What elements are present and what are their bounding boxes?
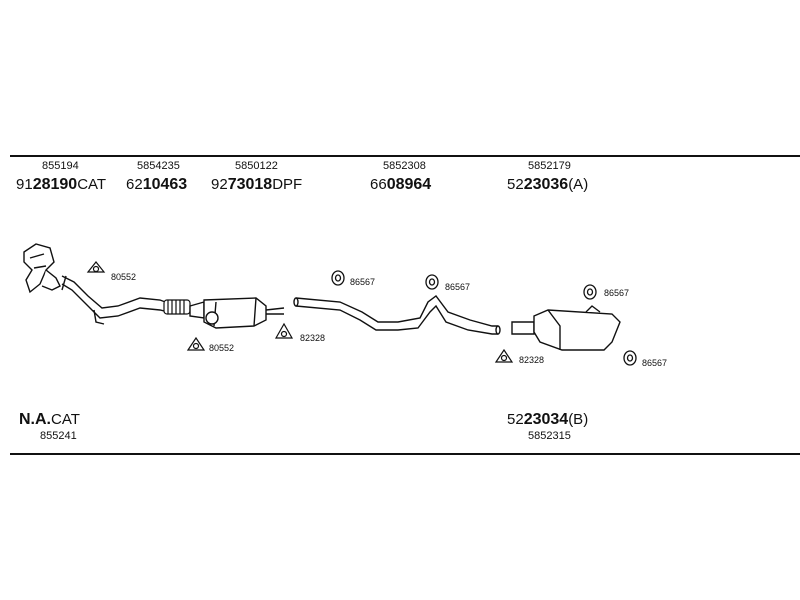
label-clamp-80552-b: 80552: [209, 343, 234, 353]
part-ref-4: 5852308: [383, 160, 426, 172]
front-pipe-icon: [61, 275, 177, 325]
label-clamp-82328-a: 82328: [300, 333, 325, 343]
part-ref-5: 5852179: [528, 160, 571, 172]
bottom-left-code: N.A.CAT: [19, 411, 80, 428]
rear-silencer-icon: [511, 305, 621, 351]
manifold-icon: [23, 243, 61, 294]
part-code-5: 5223036(A): [507, 176, 589, 193]
bottom-right-code: 5223034(B): [507, 411, 589, 428]
clamp-icon: [86, 261, 514, 363]
label-clamp-82328-b: 82328: [519, 355, 544, 365]
part-code-4: 6608964: [370, 176, 432, 193]
part-code-1: 9128190CAT: [16, 176, 107, 193]
middle-silencer-icon: [189, 297, 285, 329]
label-hanger-86567-b: 86567: [445, 282, 470, 292]
top-divider: [10, 155, 800, 157]
bottom-right-ref: 5852315: [528, 430, 571, 442]
hanger-icon: [331, 270, 637, 366]
flex-pipe-icon: [163, 299, 191, 315]
part-code-3: 9273018DPF: [211, 176, 303, 193]
part-ref-2: 5854235: [137, 160, 180, 172]
bottom-divider: [10, 453, 800, 455]
bottom-left-ref: 855241: [40, 430, 77, 442]
center-pipe-icon: [293, 295, 501, 335]
part-ref-3: 5850122: [235, 160, 278, 172]
part-ref-1: 855194: [42, 160, 79, 172]
label-clamp-80552-a: 80552: [111, 272, 136, 282]
label-hanger-86567-a: 86567: [350, 277, 375, 287]
part-code-2: 6210463: [126, 176, 188, 193]
label-hanger-86567-d: 86567: [642, 358, 667, 368]
label-hanger-86567-c: 86567: [604, 288, 629, 298]
